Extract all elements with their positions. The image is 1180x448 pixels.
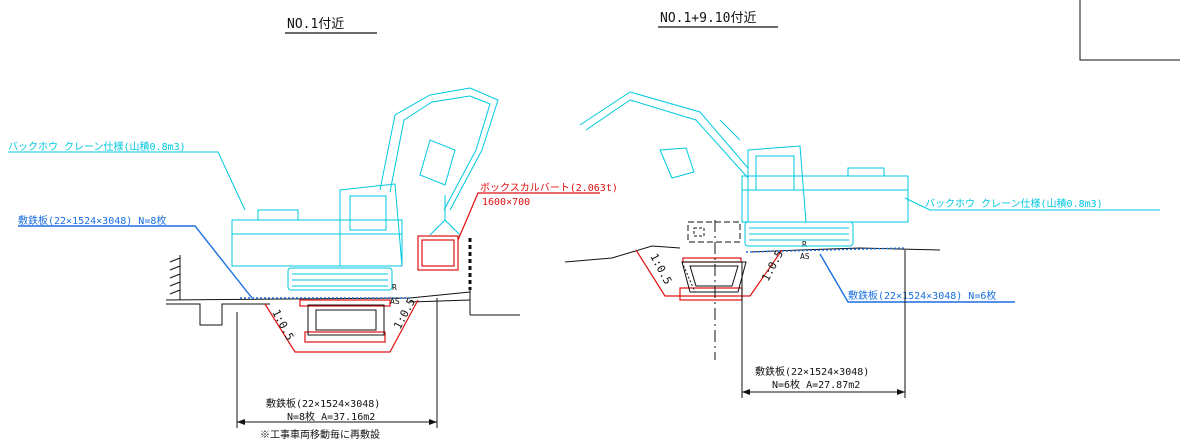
right-culvert-outline [687,221,741,243]
right-steel-plates [745,247,906,253]
right-road-r: R [802,240,807,249]
left-excavation [264,299,419,353]
left-ground-line [165,290,520,326]
left-road-r: R [392,283,397,292]
right-box-culvert [681,261,747,293]
right-dim-line1: 敷鉄板(22×1524×3048) [755,365,869,378]
left-dim-line2: N=8枚 A=37.16m2 [287,410,375,423]
right-dim-line2: N=6枚 A=27.87m2 [772,378,860,391]
drawing-frame-corner [1079,0,1180,61]
left-dim-note: ※工事車両移動毎に再敷設 [260,428,380,441]
right-excavator-leader [904,197,1160,211]
left-road-as: AS [390,297,400,306]
left-slope-label-left: 1:0.5 [269,307,296,342]
right-slope-label-right: 1:0.5 [759,248,786,283]
box-culvert-size: 1600×700 [482,197,530,208]
right-slope-label-left: 1:0.5 [647,251,674,286]
right-section-title: NO.1+9.10付近 [660,11,756,26]
left-dim-line1: 敷鉄板(22×1524×3048) [266,397,380,410]
left-dimension [236,298,438,428]
left-retaining-wall [169,255,181,300]
right-dimension [741,250,906,398]
left-excavator [231,87,499,291]
right-excavator [579,91,909,247]
left-excavator-label: バックホウ クレーン仕様(山積0.8m3) [8,140,186,153]
left-steel-plate-leader [18,225,253,299]
box-culvert-leader [457,192,600,241]
box-culvert-label: ボックスカルバート(2.063t) [480,182,618,194]
right-steel-plate-leader [819,253,1015,303]
left-culvert-load [417,235,459,271]
right-steel-plate-label: 敷鉄板(22×1524×3048) N=6枚 [848,289,996,302]
right-excavator-label: バックホウ クレーン仕様(山積0.8m3) [925,197,1103,210]
left-steel-plate-label: 敷鉄板(22×1524×3048) N=8枚 [18,214,166,227]
left-excavator-leader [8,151,246,211]
left-section-title: NO.1付近 [287,17,344,32]
right-road-as: AS [800,252,810,261]
left-box-culvert [307,304,385,336]
